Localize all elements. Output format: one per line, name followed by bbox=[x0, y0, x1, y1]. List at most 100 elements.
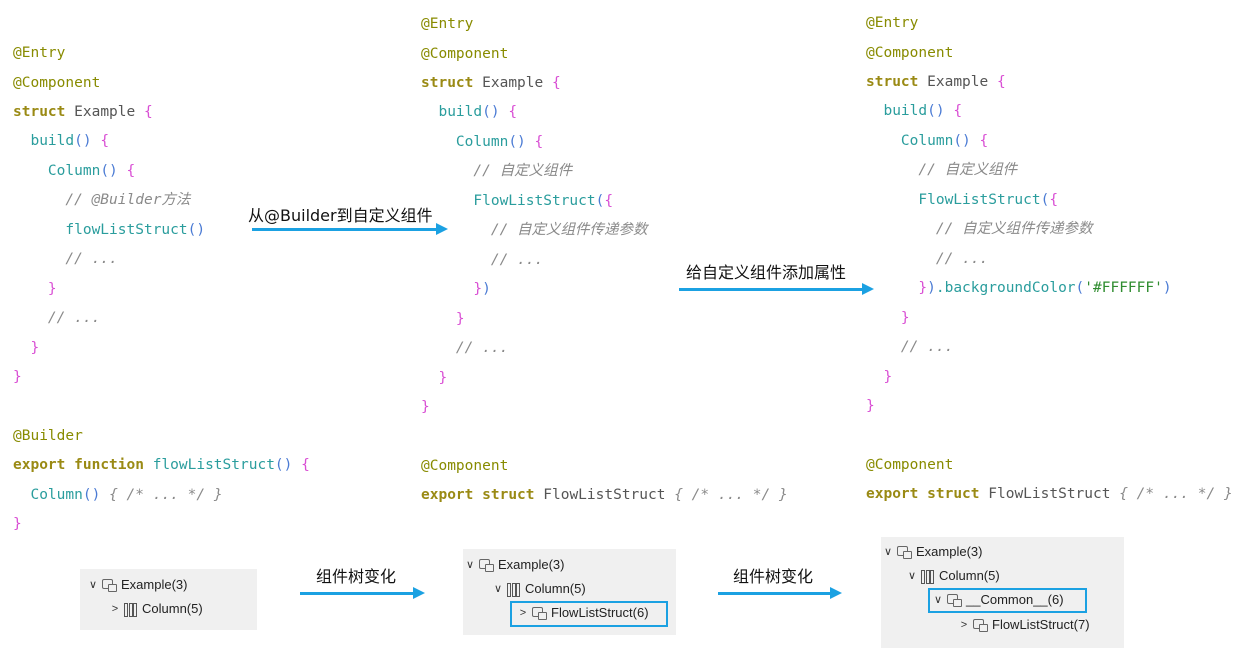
tree-node-flowliststruct[interactable]: > FlowListStruct(7) bbox=[957, 615, 1090, 635]
struct-body: { /* ... */ } bbox=[1119, 486, 1233, 502]
tree-node-label: __Common__(6) bbox=[966, 592, 1064, 607]
arrow-label-tree-change-1: 组件树变化 bbox=[316, 567, 397, 586]
builder-decorator: @Builder bbox=[13, 428, 83, 444]
component-tree-3: ∨ Example(3) ∨ Column(5) ∨ __Common__(6)… bbox=[881, 537, 1124, 648]
tree-node-example[interactable]: ∨ Example(3) bbox=[86, 575, 188, 595]
function-name: flowListStruct bbox=[152, 457, 275, 473]
struct-name: Example bbox=[74, 104, 136, 120]
arrow-head-icon bbox=[862, 283, 874, 295]
ellipsis-comment: // ... bbox=[65, 251, 118, 267]
arrow-label-add-attributes: 给自定义组件添加属性 bbox=[686, 263, 847, 282]
arrow-head-icon bbox=[436, 223, 448, 235]
arrow-tree-change-1 bbox=[300, 592, 415, 595]
tree-node-label: FlowListStruct(6) bbox=[551, 605, 649, 620]
ellipsis-comment: // ... bbox=[47, 310, 101, 326]
arrow-head-icon bbox=[830, 587, 842, 599]
chevron-down-icon[interactable]: ∨ bbox=[933, 594, 943, 606]
custom-component-comment: // 自定义组件 bbox=[918, 162, 1018, 178]
component-decorator: @Component bbox=[421, 46, 509, 62]
component-decorator: @Component bbox=[421, 458, 509, 474]
param-comment: // 自定义组件传递参数 bbox=[490, 222, 648, 238]
tree-node-label: Example(3) bbox=[498, 557, 565, 572]
tree-node-label: FlowListStruct(7) bbox=[992, 617, 1090, 632]
component-icon bbox=[479, 558, 494, 572]
tree-node-example[interactable]: ∨ Example(3) bbox=[881, 542, 983, 562]
chevron-right-icon[interactable]: > bbox=[111, 603, 119, 615]
struct-name: Example bbox=[482, 75, 544, 91]
column-call: Column bbox=[900, 133, 954, 149]
ellipsis-comment: // ... bbox=[490, 252, 544, 268]
component-decorator: @Component bbox=[866, 45, 954, 61]
column-icon bbox=[921, 569, 934, 584]
flowliststruct-call: FlowListStruct bbox=[473, 193, 596, 209]
entry-decorator: @Entry bbox=[866, 15, 919, 31]
struct-keyword: struct bbox=[866, 74, 919, 90]
flowliststruct-call: FlowListStruct bbox=[918, 192, 1041, 208]
component-icon bbox=[947, 593, 962, 607]
flowliststruct-call: flowListStruct bbox=[65, 222, 188, 238]
component-icon bbox=[973, 618, 988, 632]
arrow-tree-change-2 bbox=[718, 592, 832, 595]
struct-keyword: struct bbox=[13, 104, 66, 120]
tree-node-common[interactable]: ∨ __Common__(6) bbox=[931, 590, 1064, 610]
tree-node-example[interactable]: ∨ Example(3) bbox=[463, 555, 565, 575]
export-keyword: export bbox=[866, 486, 919, 502]
export-keyword: export bbox=[421, 487, 474, 503]
entry-decorator: @Entry bbox=[421, 16, 474, 32]
chevron-down-icon[interactable]: ∨ bbox=[907, 570, 917, 582]
component-icon bbox=[897, 545, 912, 559]
ellipsis-comment: // ... bbox=[935, 251, 989, 267]
chevron-right-icon[interactable]: > bbox=[519, 607, 527, 619]
component-tree-1: ∨ Example(3) > Column(5) bbox=[80, 569, 257, 630]
function-keyword: function bbox=[74, 457, 144, 473]
background-color-method: .backgroundColor bbox=[935, 280, 1076, 296]
arrow-label-tree-change-2: 组件树变化 bbox=[733, 567, 814, 586]
brace: { bbox=[143, 104, 153, 120]
chevron-down-icon[interactable]: ∨ bbox=[88, 579, 98, 591]
tree-node-label: Column(5) bbox=[525, 581, 586, 596]
column-icon bbox=[507, 582, 520, 597]
build-method: build bbox=[883, 103, 928, 119]
tree-node-column[interactable]: > Column(5) bbox=[108, 599, 203, 619]
arrow-label-builder-to-custom: 从@Builder到自定义组件 bbox=[248, 206, 433, 225]
tree-node-label: Column(5) bbox=[142, 601, 203, 616]
chevron-down-icon[interactable]: ∨ bbox=[883, 546, 893, 558]
arrow-builder-to-custom bbox=[252, 228, 438, 231]
chevron-down-icon[interactable]: ∨ bbox=[493, 583, 503, 595]
tree-node-label: Example(3) bbox=[916, 544, 983, 559]
component-decorator: @Component bbox=[866, 457, 954, 473]
highlight-box bbox=[510, 601, 668, 627]
struct-keyword: struct bbox=[421, 75, 474, 91]
component-decorator: @Component bbox=[13, 75, 101, 91]
entry-decorator: @Entry bbox=[13, 45, 66, 61]
build-method: build bbox=[438, 104, 483, 120]
struct-name: Example bbox=[927, 74, 989, 90]
column-call: Column bbox=[47, 163, 101, 179]
export-keyword: export bbox=[13, 457, 66, 473]
background-color-value: '#FFFFFF' bbox=[1084, 280, 1163, 296]
component-tree-2: ∨ Example(3) ∨ Column(5) > FlowListStruc… bbox=[463, 549, 676, 635]
struct-decl-name: FlowListStruct bbox=[988, 486, 1111, 502]
column-call: Column bbox=[30, 487, 83, 503]
chevron-right-icon[interactable]: > bbox=[960, 619, 968, 631]
struct-body: { /* ... */ } bbox=[674, 487, 788, 503]
tree-node-label: Column(5) bbox=[939, 568, 1000, 583]
param-comment: // 自定义组件传递参数 bbox=[935, 221, 1093, 237]
ellipsis-comment: // ... bbox=[900, 339, 954, 355]
tree-node-column[interactable]: ∨ Column(5) bbox=[905, 566, 1000, 586]
brace-close: } bbox=[13, 369, 22, 385]
column-call: Column bbox=[455, 134, 509, 150]
arrow-head-icon bbox=[413, 587, 425, 599]
column-icon bbox=[124, 602, 137, 617]
builder-comment: // @Builder方法 bbox=[65, 192, 191, 208]
chevron-down-icon[interactable]: ∨ bbox=[465, 559, 475, 571]
tree-node-column[interactable]: ∨ Column(5) bbox=[491, 579, 586, 599]
custom-component-comment: // 自定义组件 bbox=[473, 163, 573, 179]
tree-node-flowliststruct[interactable]: > FlowListStruct(6) bbox=[516, 603, 649, 623]
struct-decl-name: FlowListStruct bbox=[543, 487, 666, 503]
component-icon bbox=[532, 606, 547, 620]
ellipsis-comment: // ... bbox=[455, 340, 509, 356]
arrow-add-attributes bbox=[679, 288, 864, 291]
component-icon bbox=[102, 578, 117, 592]
highlight-box bbox=[928, 588, 1087, 613]
